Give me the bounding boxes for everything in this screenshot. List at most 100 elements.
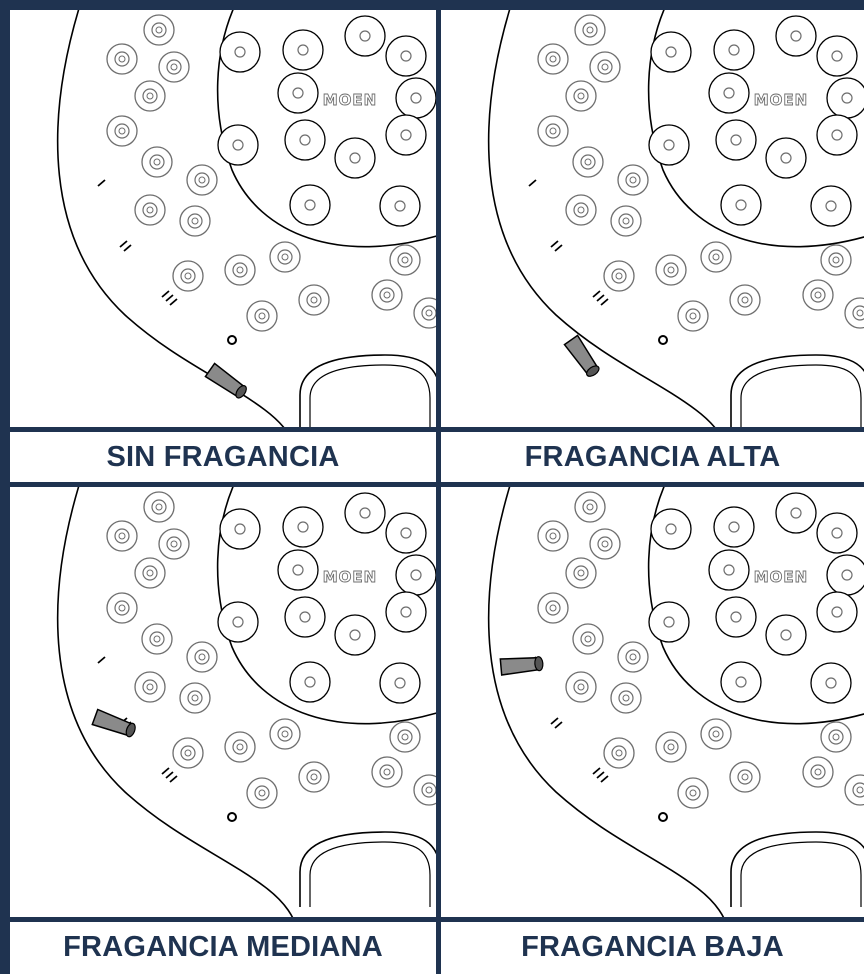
nozzle-ring — [856, 786, 864, 794]
outer-nozzle — [106, 43, 138, 75]
nozzle-ring — [597, 59, 613, 75]
nozzle-ring — [820, 721, 852, 753]
showerhead-illustration: MOEN — [487, 10, 864, 427]
inner-nozzle — [385, 114, 427, 156]
nozzle-ring — [728, 44, 740, 56]
inner-nozzle — [648, 601, 690, 643]
nozzle-ring — [712, 253, 720, 261]
nozzle-ring — [234, 523, 246, 535]
nozzle-ring — [385, 591, 427, 633]
nozzle-ring — [617, 641, 649, 673]
nozzle-ring — [650, 31, 692, 73]
nozzle-ring — [277, 72, 319, 114]
showerhead-illustration: MOEN — [56, 487, 436, 919]
showerhead: MOEN — [487, 10, 864, 427]
outer-nozzle — [134, 194, 166, 226]
nozzle-ring — [421, 782, 436, 798]
outer-nozzle — [617, 164, 649, 196]
nozzle-ring — [611, 745, 627, 761]
nozzle-ring — [106, 520, 138, 552]
nozzle-ring — [299, 611, 311, 623]
nozzle-ring — [180, 745, 196, 761]
nozzle-ring — [617, 164, 649, 196]
nozzle-ring — [603, 260, 635, 292]
off-indicator — [658, 335, 668, 345]
nozzle-ring — [194, 172, 210, 188]
nozzle-ring — [134, 671, 166, 703]
nozzle-ring — [655, 254, 687, 286]
mark-low — [97, 179, 106, 187]
nozzle-ring — [816, 35, 858, 77]
nozzle-ring — [816, 512, 858, 554]
nozzle-ring — [655, 731, 687, 763]
nozzle-ring — [298, 761, 330, 793]
nozzle-ring — [601, 63, 609, 71]
nozzle-ring — [810, 287, 826, 303]
handle-loop-inner — [309, 364, 431, 427]
nozzle-ring — [141, 623, 173, 655]
brand-logo: MOEN — [754, 568, 808, 586]
outer-nozzle — [537, 520, 569, 552]
outer-nozzle — [158, 51, 190, 83]
nozzle-ring — [284, 596, 326, 638]
nozzle-ring — [166, 536, 182, 552]
inner-nozzle — [826, 554, 864, 596]
nozzle-ring — [831, 50, 843, 62]
nozzle-ring — [232, 139, 244, 151]
nozzle-ring — [708, 726, 724, 742]
inner-nozzle — [395, 554, 436, 596]
outer-nozzle — [729, 284, 761, 316]
nozzle-ring — [831, 527, 843, 539]
nozzle-ring — [816, 591, 858, 633]
nozzle-ring — [297, 44, 309, 56]
outer-nozzle — [134, 671, 166, 703]
knob-tip — [235, 385, 247, 399]
inner-nozzle — [289, 184, 331, 226]
showerhead: MOEN — [487, 487, 864, 919]
nozzle-ring — [663, 616, 675, 628]
nozzle-ring — [589, 528, 621, 560]
panel-fragancia-alta: MOEN — [441, 10, 864, 427]
nozzle-ring — [715, 596, 757, 638]
nozzle-ring — [282, 29, 324, 71]
outer-nozzle — [371, 279, 403, 311]
nozzle-ring — [586, 26, 594, 34]
inner-nozzle — [720, 661, 762, 703]
outer-nozzle — [572, 146, 604, 178]
nozzle-ring — [400, 527, 412, 539]
nozzle-ring — [282, 506, 324, 548]
nozzle-ring — [394, 200, 406, 212]
nozzle-ring — [306, 292, 322, 308]
nozzle-ring — [234, 46, 246, 58]
nozzle-ring — [584, 635, 592, 643]
nozzle-ring — [385, 512, 427, 554]
outer-nozzle — [565, 80, 597, 112]
nozzle-ring — [379, 662, 421, 704]
outer-nozzle — [413, 774, 436, 806]
nozzle-ring — [780, 629, 792, 641]
nozzle-ring — [269, 241, 301, 273]
panel-fragancia-mediana: MOEN — [10, 487, 436, 919]
nozzle-ring — [310, 296, 318, 304]
nozzle-ring — [194, 649, 210, 665]
inner-nozzle — [816, 512, 858, 554]
nozzle-ring — [573, 565, 589, 581]
nozzle-ring — [142, 88, 158, 104]
inner-nozzle — [379, 185, 421, 227]
nozzle-ring — [549, 127, 557, 135]
off-indicator — [227, 812, 237, 822]
nozzle-ring — [359, 507, 371, 519]
inner-nozzle — [810, 185, 852, 227]
nozzle-ring — [349, 629, 361, 641]
nozzle-ring — [170, 63, 178, 71]
nozzle-ring — [586, 503, 594, 511]
nozzle-ring — [565, 194, 597, 226]
nozzle-ring — [545, 51, 561, 67]
caption-fragancia-mediana: FRAGANCIA MEDIANA — [63, 930, 383, 963]
nozzle-ring — [816, 114, 858, 156]
nozzle-ring — [577, 683, 585, 691]
nozzle-ring — [856, 309, 864, 317]
nozzle-ring — [299, 134, 311, 146]
nozzle-ring — [413, 774, 436, 806]
nozzle-ring — [663, 262, 679, 278]
